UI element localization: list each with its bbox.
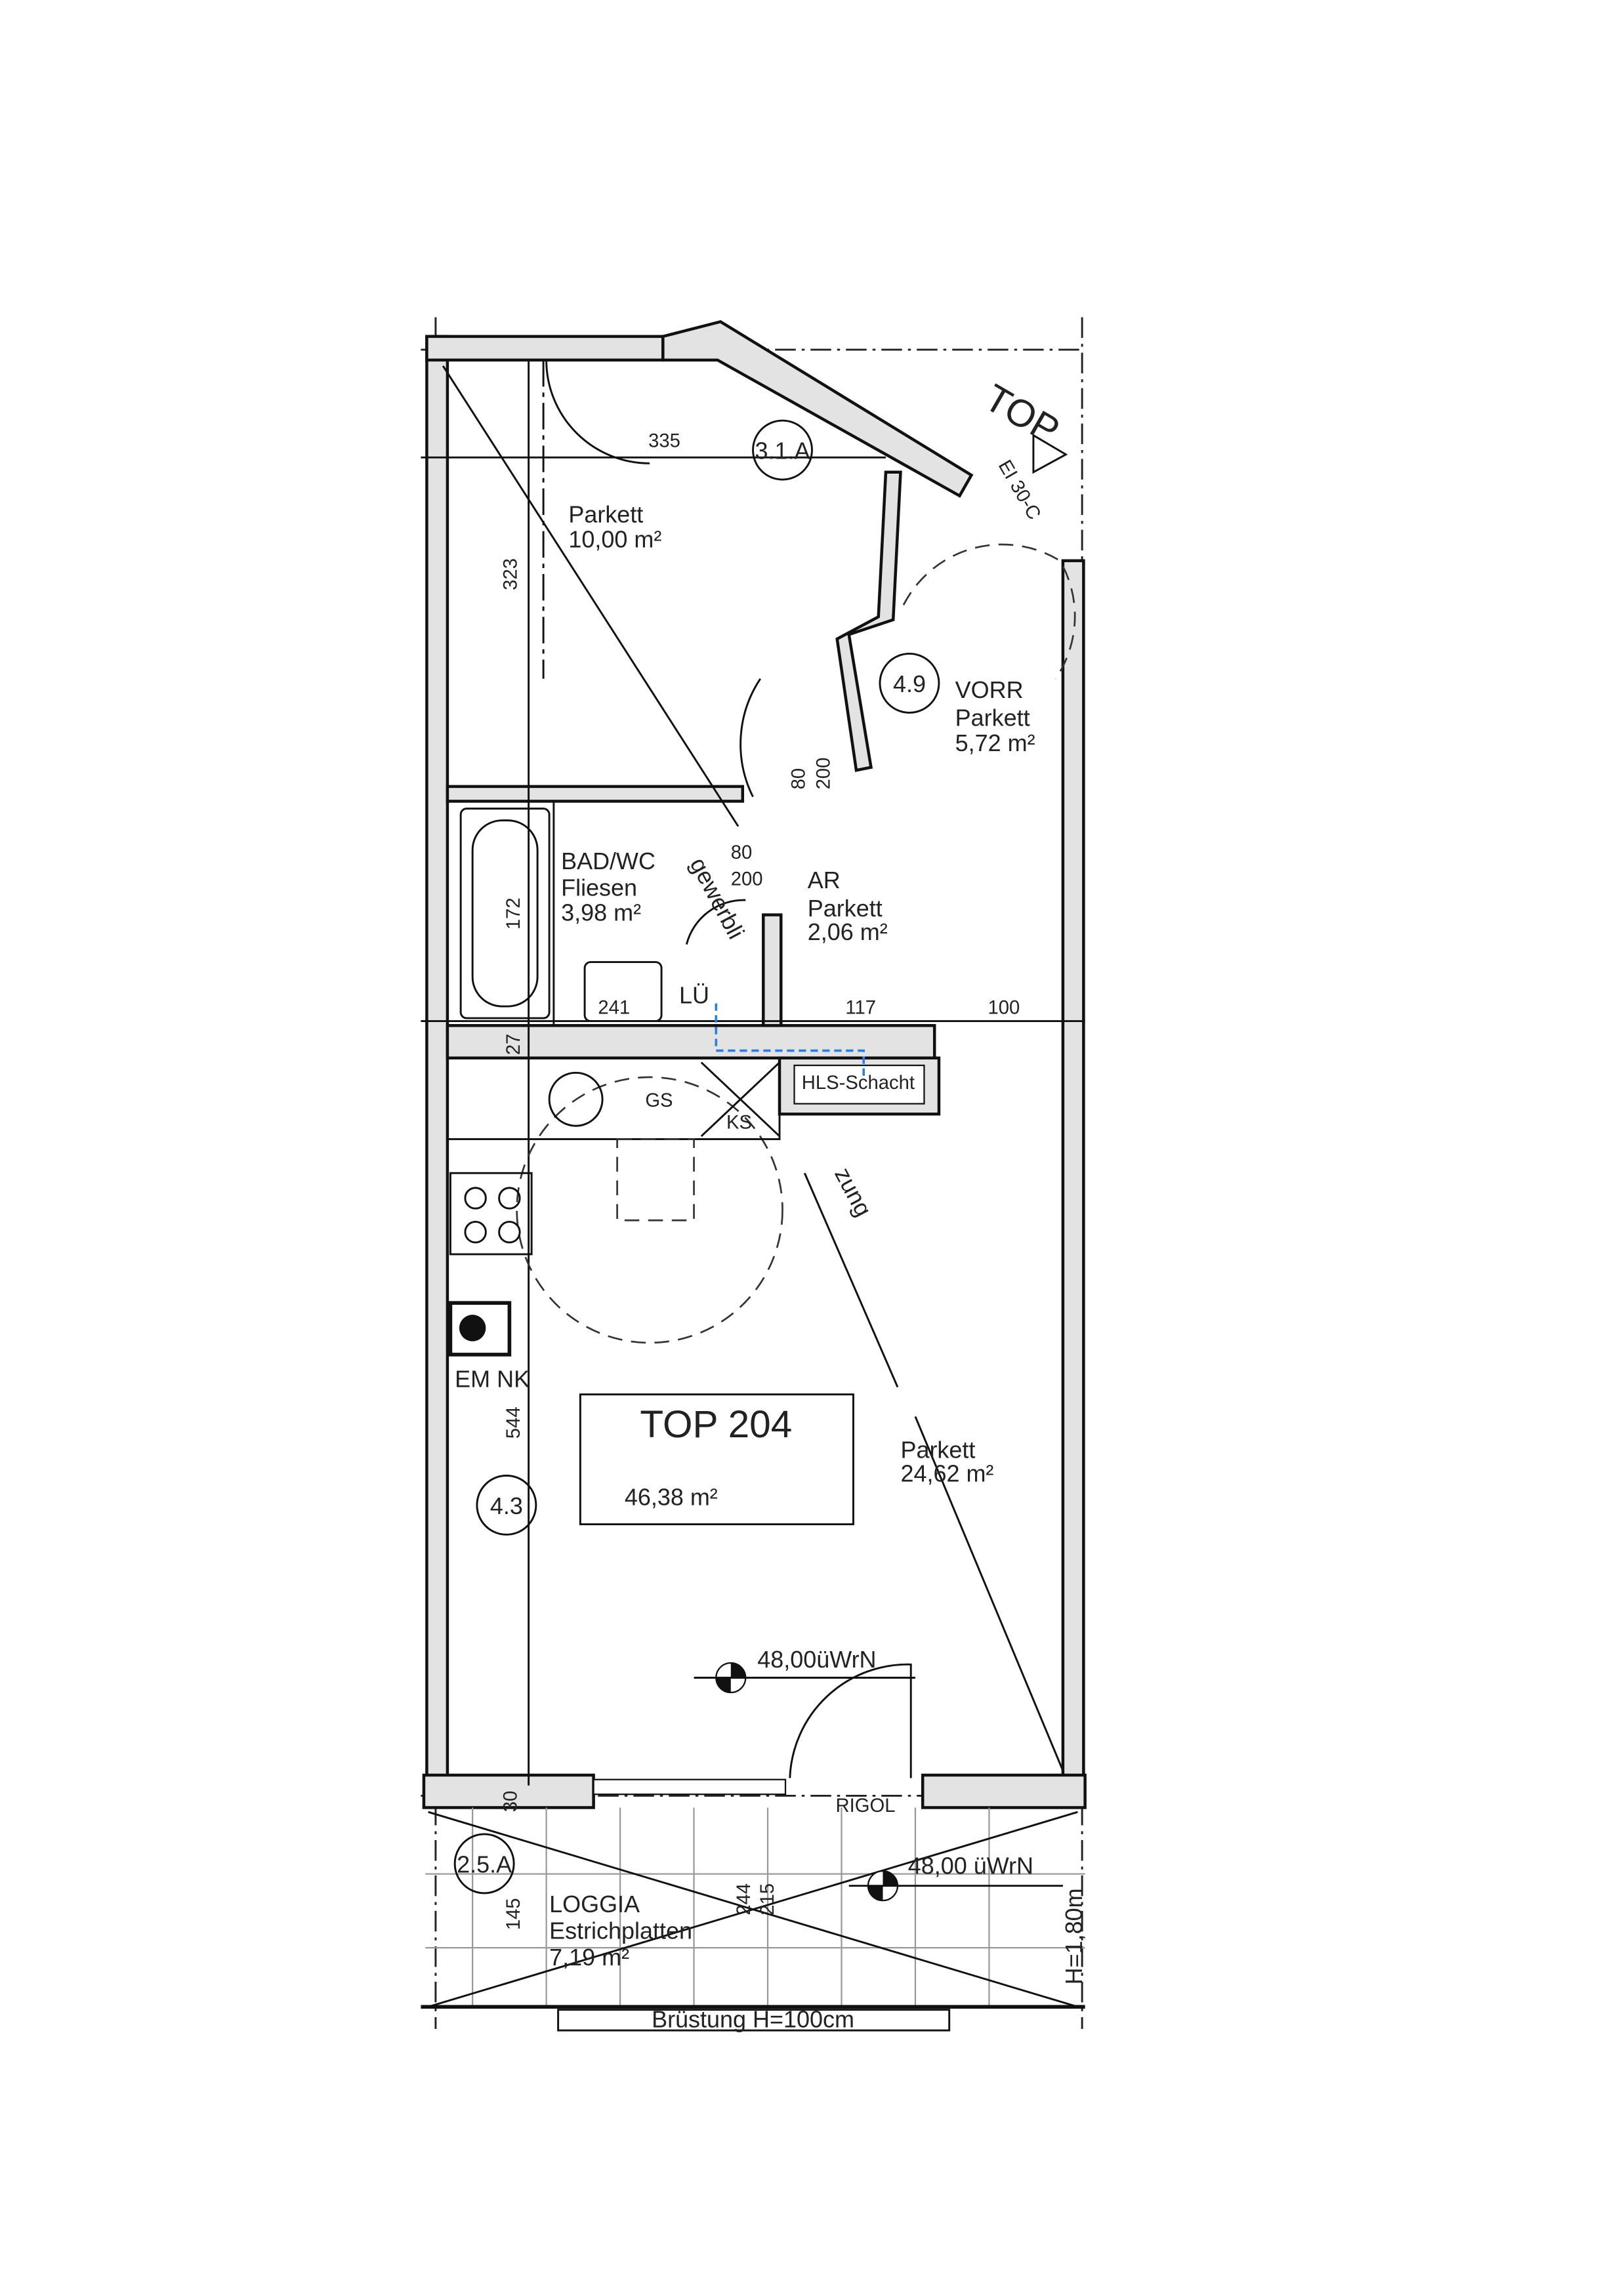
room-area: 2,06 m² <box>808 918 888 945</box>
room-floor: Parkett <box>955 705 1030 731</box>
diagonal-living <box>803 1172 899 1387</box>
room-floor: Parkett <box>900 1436 975 1463</box>
wall-ar <box>762 913 783 1027</box>
meter-label: EM NK <box>455 1365 530 1392</box>
dim-label: 100 <box>988 997 1020 1018</box>
stove[interactable] <box>449 1172 533 1256</box>
rigol-label: RIGOL <box>835 1795 895 1816</box>
plumbing-line <box>715 1003 865 1078</box>
door-hall-swing <box>739 678 761 798</box>
unit-box <box>579 1393 854 1526</box>
dim-label: 544 <box>503 1406 524 1439</box>
wall-left <box>425 335 449 1792</box>
stove-burner <box>498 1221 521 1244</box>
dim-label: 30 <box>501 1791 522 1813</box>
level-label: 48,00 üWrN <box>908 1853 1033 1879</box>
dim-label: 80 <box>788 768 809 790</box>
tag-label: 3.1.A <box>755 438 810 464</box>
wall-loggia-right <box>921 1773 1087 1809</box>
unit-area: 46,38 m² <box>625 1483 718 1510</box>
dim-label: 27 <box>503 1034 524 1056</box>
tag-circle <box>879 653 940 714</box>
stove-burner <box>464 1221 487 1244</box>
dim-label: 335 <box>648 431 680 452</box>
tag-circle <box>476 1474 537 1536</box>
dim-label: 172 <box>503 897 524 930</box>
door-ar-swing <box>685 899 746 945</box>
room-area: 24,62 m² <box>900 1460 993 1486</box>
fridge-box <box>700 1061 781 1138</box>
entry-label: TOP <box>978 377 1067 453</box>
loggia-tiles <box>425 1807 1085 2007</box>
dim-label: 200 <box>813 758 834 790</box>
commercial-use-label: zung <box>829 1163 877 1221</box>
level-marker-icon <box>694 1662 915 1694</box>
room-floor: Fliesen <box>561 874 637 901</box>
parapet <box>557 2009 951 2032</box>
entry-triangle-icon <box>1032 433 1068 474</box>
dishwasher <box>616 1138 695 1221</box>
meter-box <box>448 1301 512 1357</box>
wall-top <box>425 335 665 362</box>
wall-bedroom-bottom <box>446 785 745 803</box>
vent-label: LÜ <box>679 982 709 1009</box>
unit-label: TOP 204 <box>640 1403 792 1446</box>
wall-hall <box>835 470 902 772</box>
dim-label: 244 <box>734 1883 755 1916</box>
shaft-inner <box>793 1064 925 1105</box>
room-name: AR <box>808 867 841 893</box>
room-area: 7,19 m² <box>549 1944 629 1971</box>
room-floor: Estrichplatten <box>549 1917 692 1944</box>
wall-right <box>1061 559 1085 1792</box>
dishwasher-label: GS <box>645 1090 673 1111</box>
dim-label: 80 <box>731 842 753 863</box>
stove-burner <box>498 1187 521 1210</box>
room-area: 5,72 m² <box>955 729 1035 756</box>
room-name: VORR <box>955 676 1024 703</box>
entry-door-swing[interactable] <box>902 543 1076 680</box>
level-label: 48,00üWrN <box>757 1646 876 1673</box>
level-marker-icon <box>848 1870 1063 1902</box>
bathtub[interactable] <box>459 808 551 1019</box>
tag-circle <box>752 419 813 481</box>
sink[interactable] <box>583 961 663 1023</box>
door-loggia-swing <box>789 1663 912 1778</box>
tag-label: 4.9 <box>893 670 926 697</box>
kitchen-counter <box>446 1057 781 1140</box>
shaft-label: HLS-Schacht <box>802 1073 915 1094</box>
stove-burner <box>464 1187 487 1210</box>
room-area: 3,98 m² <box>561 899 641 926</box>
diagonal-bedroom <box>442 365 739 827</box>
wall-loggia-left <box>422 1773 595 1809</box>
dim-label: 241 <box>598 997 630 1018</box>
dim-label: 323 <box>501 558 522 590</box>
door-bedroom-swing <box>545 359 650 464</box>
bathtub-inner <box>471 819 539 1008</box>
window-loggia <box>593 1778 787 1795</box>
dim-label: 200 <box>731 869 763 890</box>
room-floor: Parkett <box>568 501 643 527</box>
fire-rating: EI 30-C <box>994 457 1045 523</box>
tag-label: 2.5.A <box>457 1851 512 1877</box>
dim-label: 117 <box>845 997 876 1018</box>
parapet-label: Brüstung H=100cm <box>652 2006 854 2033</box>
tag-circle <box>453 1833 515 1895</box>
meter-icon <box>459 1315 486 1342</box>
tag-label: 4.3 <box>490 1492 523 1519</box>
room-name: BAD/WC <box>561 848 656 874</box>
room-floor: Parkett <box>808 895 883 922</box>
dim-label: 215 <box>757 1883 778 1916</box>
kitchen-clearance <box>516 1076 783 1344</box>
height-label: H=1,80m <box>1060 1888 1087 1984</box>
dim-label: 145 <box>503 1898 524 1930</box>
commercial-use-label: gewerbli <box>685 853 750 943</box>
wall-diagonal <box>661 319 974 498</box>
room-name: LOGGIA <box>549 1891 640 1917</box>
room-area: 10,00 m² <box>568 526 661 553</box>
loggia-cross-2 <box>428 1811 1078 2008</box>
kitchen-sink[interactable] <box>548 1071 604 1127</box>
fridge-label: KS <box>726 1113 752 1134</box>
diagonal-living-2 <box>914 1416 1064 1771</box>
